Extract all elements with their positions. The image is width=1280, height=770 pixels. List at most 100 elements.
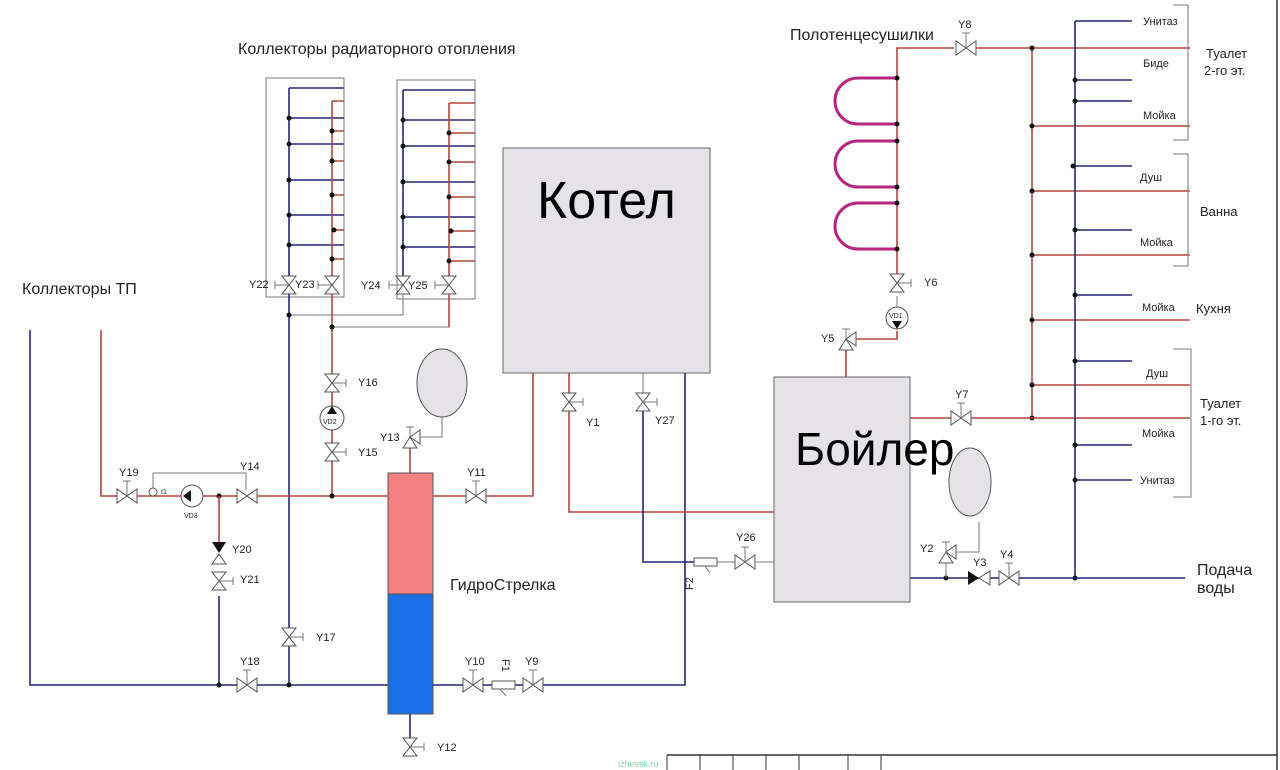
valve-label-y23: Y23 [295, 279, 315, 291]
bracket-toilet-2f [1173, 4, 1189, 141]
valve-label-y5: Y5 [821, 333, 834, 345]
valve-y7[interactable] [950, 402, 972, 426]
valve-label-y20: Y20 [232, 544, 252, 556]
radiator-collector-box-2 [396, 79, 476, 300]
collector-1-outlets [286, 87, 344, 285]
valve-y21[interactable] [210, 571, 234, 591]
valve-label-y25: Y25 [408, 280, 428, 292]
tp-collectors-title: Коллекторы ТП [22, 281, 137, 298]
valve-label-y10: Y10 [465, 656, 485, 668]
valve-label-y18: Y18 [240, 656, 260, 668]
towel-dryer-riser [896, 47, 954, 274]
water-supply-label-1: Подача [1197, 562, 1252, 579]
fixture-toilet-2f: Унитаз [1143, 16, 1178, 28]
filter-f1: F1 [491, 659, 516, 697]
valve-y19[interactable] [116, 480, 138, 504]
fixture-toilet-1f: Унитаз [1140, 475, 1175, 487]
watermark: izhevsk.ru [618, 759, 659, 769]
room-toilet-2f-floor: 2-го эт. [1204, 63, 1245, 78]
water-heater-label: Бойлер [795, 423, 954, 475]
fixture-sink-1f: Мойка [1142, 428, 1176, 440]
valve-label-y8: Y8 [958, 19, 971, 31]
safety-valve-y2[interactable] [938, 522, 980, 578]
room-toilet-1f-floor: 1-го эт. [1200, 413, 1241, 428]
valve-y17[interactable] [280, 627, 304, 647]
valve-y4[interactable] [998, 562, 1020, 586]
collector-return-link [289, 294, 404, 316]
valve-y24-y25[interactable] [388, 275, 412, 295]
svg-text:VD1: VD1 [889, 313, 903, 320]
valve-y14[interactable] [236, 488, 258, 504]
svg-text:VD2: VD2 [323, 419, 337, 426]
valve-label-y9: Y9 [525, 656, 538, 668]
valve-label-y12: Y12 [437, 742, 457, 754]
valve-y18[interactable] [236, 669, 258, 693]
valve-label-y17: Y17 [316, 632, 336, 644]
pump-vd1[interactable]: VD1 [885, 306, 909, 330]
valve-label-y19: Y19 [119, 467, 139, 479]
towel-dryer-coils [833, 75, 900, 252]
svg-text:VD3: VD3 [184, 513, 198, 520]
bracket-bath [1173, 153, 1189, 267]
valve-y15[interactable] [323, 442, 347, 462]
valve-label-y2: Y2 [920, 543, 933, 555]
svg-text:F1: F1 [499, 659, 511, 672]
safety-valve-y13[interactable] [402, 417, 443, 449]
valve-label-y27: Y27 [655, 415, 675, 427]
valve-y16[interactable] [323, 373, 347, 393]
safety-valve-y5[interactable] [838, 328, 857, 351]
hydro-separator-label: ГидроСтрелка [450, 577, 556, 594]
valve-y6[interactable] [888, 273, 912, 293]
valve-label-y6: Y6 [924, 277, 937, 289]
fixture-shower-bath: Душ [1140, 172, 1162, 184]
valve-label-y21: Y21 [240, 574, 260, 586]
valve-y8[interactable] [955, 32, 977, 56]
room-kitchen: Кухня [1196, 301, 1231, 316]
svg-text:F2: F2 [684, 577, 696, 590]
fixture-sink-bath: Мойка [1140, 237, 1174, 249]
temperature-sensor-t1: t1 [148, 472, 247, 497]
valve-y9[interactable] [522, 669, 544, 693]
valve-y27[interactable] [634, 392, 658, 412]
valve-label-y15: Y15 [358, 447, 378, 459]
valve-label-y4: Y4 [1000, 549, 1013, 561]
separator-return-from-boiler [433, 373, 686, 686]
valve-y12[interactable] [401, 737, 425, 757]
radiator-collector-box-1 [265, 77, 345, 298]
valve-label-y16: Y16 [358, 377, 378, 389]
svg-text:t1: t1 [161, 489, 167, 496]
gas-boiler [502, 147, 711, 374]
pump-vd2[interactable]: VD2 [319, 405, 345, 431]
valve-y25-hot[interactable] [434, 275, 458, 295]
boiler-hot-to-water-heater [568, 373, 774, 513]
tp-return-pipe [29, 330, 388, 686]
boiler-cold-return [642, 411, 694, 563]
expansion-tank-heating [416, 348, 468, 418]
fixture-bidet-2f: Биде [1143, 58, 1169, 70]
fixture-shower-1f: Душ [1146, 368, 1168, 380]
fixture-sink-kitchen: Мойка [1142, 302, 1176, 314]
valve-y10[interactable] [462, 669, 484, 693]
valve-label-y1: Y1 [586, 417, 599, 429]
valve-y26[interactable] [734, 546, 756, 570]
valve-label-y14: Y14 [240, 461, 260, 473]
valve-label-y24: Y24 [361, 280, 381, 292]
valve-label-y11: Y11 [467, 467, 486, 479]
title-block-cells [666, 755, 882, 770]
valve-y23-hot[interactable] [317, 275, 341, 295]
valve-y1[interactable] [560, 392, 584, 412]
valve-y11[interactable] [465, 480, 487, 504]
radiator-collectors-title: Коллекторы радиаторного отопления [238, 41, 516, 58]
hydro-separator [387, 472, 434, 715]
check-valve-y20[interactable] [211, 542, 227, 565]
valve-label-y3: Y3 [973, 557, 986, 569]
cold-water-branches [1070, 20, 1132, 581]
valve-label-y7: Y7 [955, 389, 968, 401]
pump-vd3[interactable]: VD3 [180, 484, 204, 520]
check-valve-y3[interactable] [968, 570, 991, 586]
towel-dryers-title: Полотенцесушилки [790, 27, 934, 44]
room-toilet-2f: Туалет [1206, 46, 1247, 61]
water-supply-label-2: воды [1197, 580, 1235, 597]
valve-y22-y23[interactable] [274, 275, 298, 295]
